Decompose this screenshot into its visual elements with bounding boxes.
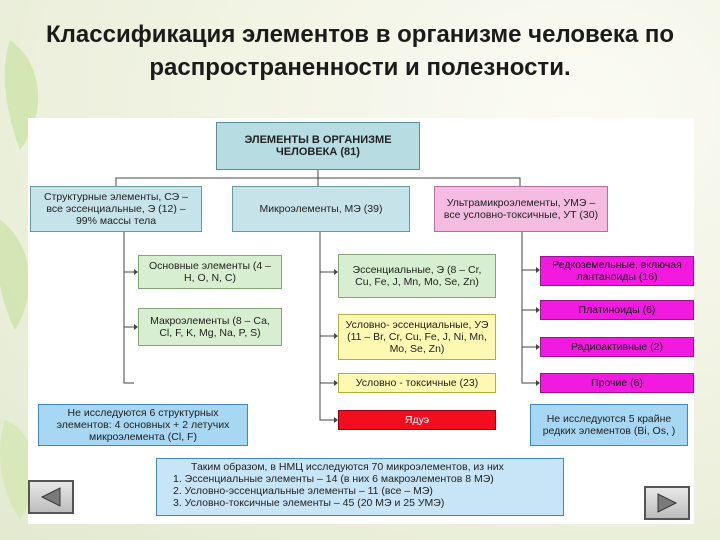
- triangle-right-icon: [657, 493, 678, 513]
- summary-item-3: 3. Условно-токсичные элементы – 45 (20 М…: [173, 497, 445, 509]
- macroelements-box: Макроэлементы (8 – Са, Cl, F, K, Mg, Na,…: [138, 308, 282, 346]
- summary-box: Таким образом, в НМЦ исследуются 70 микр…: [156, 458, 564, 516]
- essential-box: Эссенциальные, Э (8 – Cr, Cu, Fe, J, Mn,…: [338, 254, 496, 298]
- rare-earth-box: Редкоземельные, включая лантаноиды (16): [540, 256, 694, 286]
- note-left-box: Не исследуются 6 структурных элементов: …: [38, 404, 248, 446]
- root-box: ЭЛЕМЕНТЫ В ОРГАНИЗМЕ ЧЕЛОВЕКА (81): [216, 122, 420, 170]
- conditionally-essential-box: Условно- эссенциальные, УЭ (11 – Br, Cr,…: [338, 314, 496, 360]
- next-slide-button[interactable]: [644, 486, 690, 520]
- structural-elements-box: Структурные элементы, СЭ – все эссенциал…: [30, 186, 202, 232]
- others-box: Прочие (6): [540, 373, 694, 393]
- summary-item-2: 2. Условно-эссенциальные элементы – 11 (…: [173, 485, 433, 497]
- ultramicroelements-box: Ультрамикроэлементы, УМЭ – все условно-т…: [434, 186, 608, 232]
- note-right-box: Не исследуются 5 крайне редких элементов…: [530, 404, 688, 446]
- radioactive-box: Радиоактивные (2): [540, 337, 694, 357]
- prev-slide-button[interactable]: [28, 480, 74, 514]
- leaf-decoration: [0, 40, 39, 520]
- basic-elements-box: Основные элементы (4 – Н, О, N, С): [138, 255, 282, 289]
- summary-item-1: 1. Эссенциальные элементы – 14 (в них 6 …: [173, 473, 494, 485]
- triangle-left-icon: [40, 487, 61, 507]
- lead-box: Ядуэ: [338, 410, 496, 430]
- summary-intro: Таким образом, в НМЦ исследуются 70 микр…: [191, 461, 504, 473]
- microelements-box: Микроэлементы, МЭ (39): [232, 186, 410, 232]
- conditionally-toxic-box: Условно - токсичные (23): [338, 373, 496, 393]
- slide-title: Классификация элементов в организме чело…: [46, 21, 674, 81]
- platinoids-box: Платиноиды (6): [540, 300, 694, 320]
